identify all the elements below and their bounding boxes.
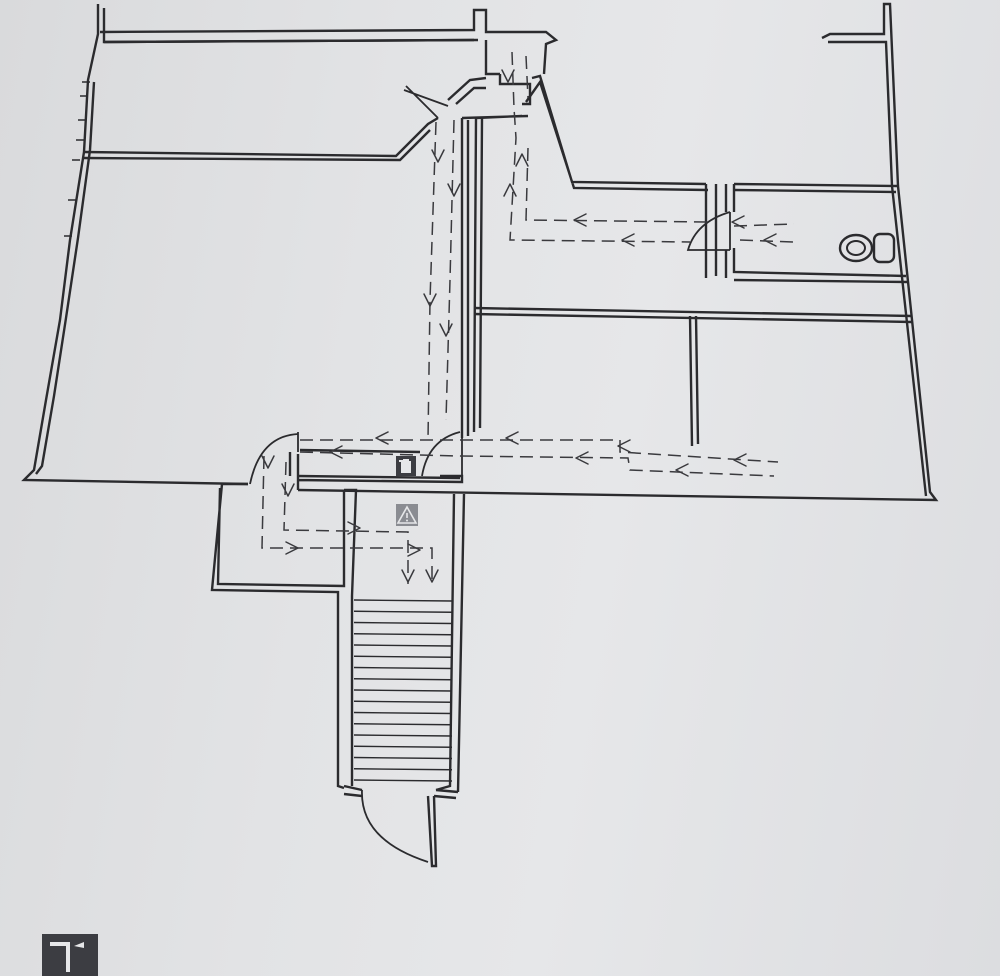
arrow-up bbox=[515, 153, 529, 167]
toilet-icon bbox=[838, 232, 896, 264]
door-corridor-office bbox=[421, 430, 463, 477]
arrow-down bbox=[261, 455, 275, 469]
arrow-down bbox=[431, 149, 445, 163]
wall-offices-top bbox=[473, 306, 913, 324]
window-west-1 bbox=[76, 81, 90, 141]
stair-tread bbox=[353, 655, 453, 658]
wall-corridor-west bbox=[460, 118, 470, 438]
wall-west-outer bbox=[21, 4, 249, 486]
wall-exit-door-jamb bbox=[426, 795, 438, 868]
doors bbox=[249, 85, 731, 863]
wall-vestibule bbox=[210, 482, 346, 790]
arrow-left bbox=[763, 233, 777, 247]
wall-stair-bottom bbox=[343, 784, 459, 800]
route-vestibule-1 bbox=[261, 455, 433, 584]
stair-tread bbox=[353, 666, 453, 670]
stair-tread bbox=[353, 745, 453, 748]
stair-tread bbox=[353, 678, 453, 681]
arrow-right bbox=[285, 541, 299, 555]
fire-extinguisher-icon bbox=[396, 456, 416, 476]
wall-west-inner bbox=[35, 8, 479, 475]
arrow-down bbox=[447, 183, 461, 197]
wall-wc bbox=[704, 184, 909, 284]
arrow-right bbox=[347, 521, 361, 535]
arrow-left bbox=[617, 439, 631, 453]
arrow-down bbox=[281, 483, 295, 497]
stair-tread bbox=[353, 756, 453, 760]
route-corridor-down-2 bbox=[445, 119, 455, 421]
warning-triangle-icon bbox=[396, 504, 418, 526]
stair-tread bbox=[353, 734, 453, 737]
wall-junction bbox=[447, 74, 532, 106]
staircase bbox=[353, 599, 453, 782]
stair-tread bbox=[353, 644, 453, 647]
arrow-left bbox=[733, 453, 747, 467]
arrow-left bbox=[329, 445, 343, 459]
evacuation-routes bbox=[261, 51, 795, 584]
arrow-up bbox=[503, 183, 517, 197]
stair-tread bbox=[353, 711, 453, 715]
route-corridor-lower bbox=[299, 451, 775, 477]
window-west-2 bbox=[64, 159, 80, 237]
door-wc bbox=[686, 211, 731, 251]
arrow-down bbox=[423, 293, 437, 307]
route-arrows bbox=[261, 69, 777, 583]
arrow-left bbox=[505, 431, 519, 445]
stair-tread bbox=[353, 599, 453, 602]
walls bbox=[21, 2, 939, 868]
arrow-left bbox=[375, 431, 389, 445]
wall-junction-2 bbox=[461, 114, 529, 120]
arrow-down bbox=[425, 569, 439, 583]
stair-tread bbox=[353, 689, 453, 692]
arrow-left bbox=[573, 213, 587, 227]
wall-office-divider bbox=[688, 315, 700, 447]
door-vestibule bbox=[249, 432, 299, 485]
arrow-down bbox=[501, 69, 515, 83]
stair-tread bbox=[353, 768, 453, 771]
route-corridor-down-1 bbox=[427, 121, 437, 441]
stair-tread bbox=[353, 700, 453, 703]
route-corridor-main bbox=[300, 439, 779, 463]
route-north-ne bbox=[525, 55, 711, 223]
door-junction bbox=[403, 85, 449, 119]
stair-tread bbox=[353, 779, 453, 782]
emergency-exit-icon bbox=[42, 934, 98, 976]
door-exit bbox=[361, 789, 429, 863]
arrow-left bbox=[675, 463, 689, 477]
wall-north-east-outer bbox=[297, 2, 939, 502]
stair-tread bbox=[353, 633, 453, 636]
wall-top-inner bbox=[103, 38, 500, 76]
arrow-down bbox=[401, 569, 415, 583]
arrow-left bbox=[621, 233, 635, 247]
route-north-up bbox=[509, 51, 691, 243]
wall-north-east-diagonal bbox=[525, 74, 709, 192]
arrow-left bbox=[575, 451, 589, 465]
arrow-right bbox=[407, 543, 421, 557]
stair-tread bbox=[353, 723, 453, 726]
wall-corridor-south bbox=[288, 452, 464, 490]
route-vestibule-2 bbox=[283, 461, 409, 584]
arrow-left bbox=[731, 215, 745, 229]
wall-interior-upper bbox=[83, 116, 439, 162]
stair-tread bbox=[353, 621, 453, 625]
wall-stair-case bbox=[344, 488, 466, 793]
arrow-down bbox=[439, 323, 453, 337]
wall-top bbox=[99, 8, 559, 75]
wall-corridor-south-2 bbox=[297, 448, 461, 480]
wall-corridor-east bbox=[472, 117, 484, 433]
wall-ne-partition bbox=[733, 182, 899, 194]
stair-tread bbox=[353, 610, 453, 613]
